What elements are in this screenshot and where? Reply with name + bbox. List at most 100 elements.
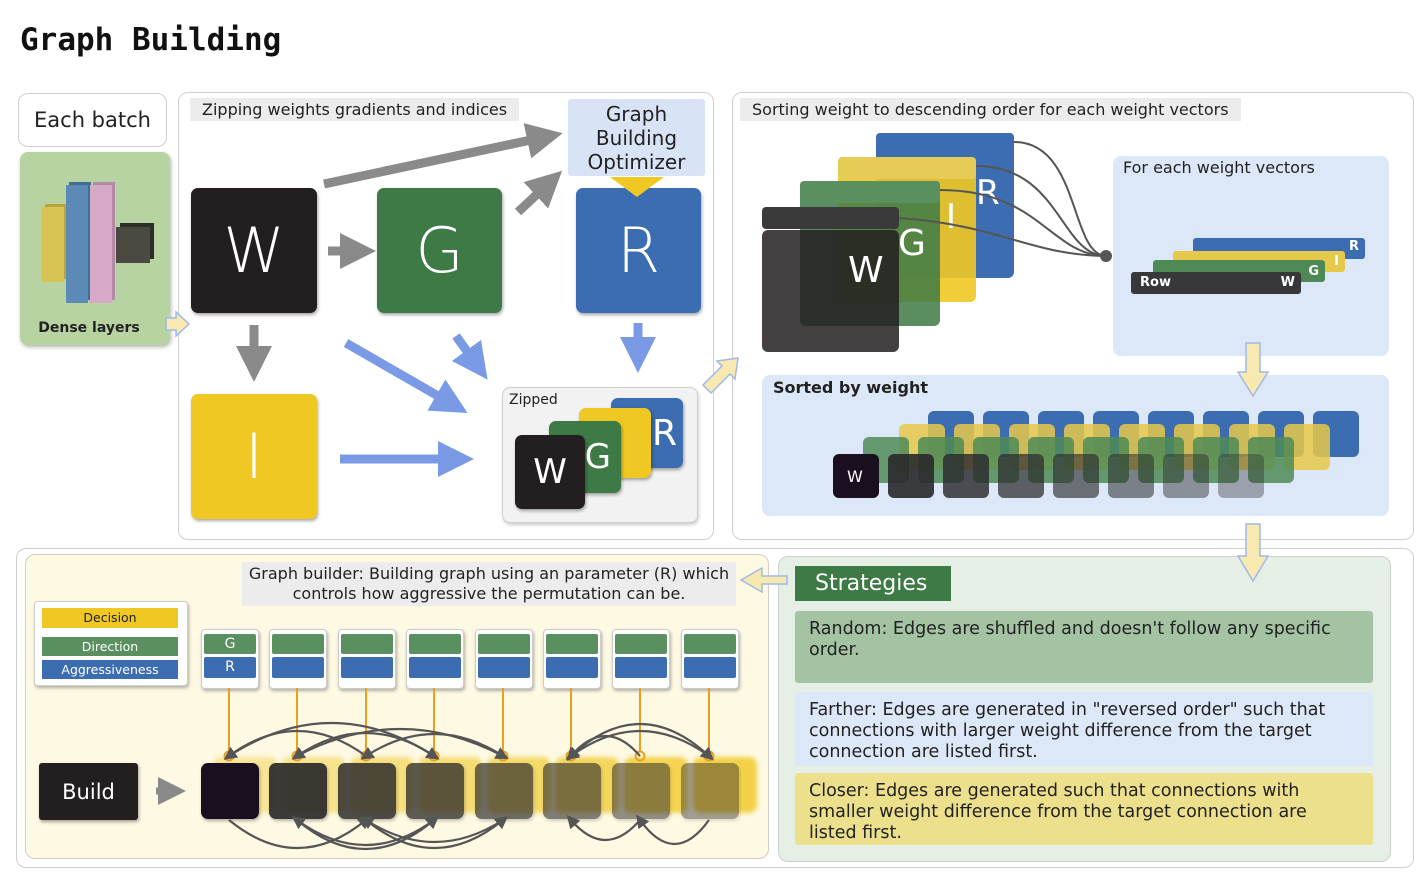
edge-arc: [636, 814, 710, 845]
merge-node: [1100, 250, 1112, 262]
param-direction: [409, 634, 461, 654]
param-direction: G: [204, 634, 256, 654]
arrow-vector-to-sorted: [1236, 342, 1270, 398]
zipped-w: W: [515, 435, 585, 509]
sorted-w-cell: [1218, 454, 1264, 498]
dense-layer-bar-4: [116, 227, 150, 263]
param-card: [406, 629, 464, 689]
build-cell: [338, 763, 396, 819]
legend-direction: Direction: [42, 637, 178, 656]
build-cell: [269, 763, 327, 819]
edge-arc: [566, 734, 641, 761]
sorted-g-cell: [1193, 437, 1239, 483]
edge-arc: [296, 815, 440, 850]
param-aggressiveness: R: [204, 657, 256, 678]
sorted-g-cell: [1248, 437, 1294, 483]
param-card: [543, 629, 601, 689]
arrow-strategies-to-builder: [739, 566, 788, 594]
for-each-weight-box: For each weight vectors R I G Row W: [1113, 156, 1389, 356]
stack-r-letter: R: [976, 173, 1000, 213]
dense-layers-label: Dense layers: [38, 320, 140, 336]
arrow-zip-to-sort: [701, 357, 739, 395]
build-cell: [543, 763, 601, 819]
sorted-w-cell: [1163, 454, 1209, 498]
param-aggressiveness: [478, 657, 530, 678]
sorted-w-cell: [1053, 454, 1099, 498]
gradients-g-square: G: [377, 188, 502, 313]
param-aggressiveness: [341, 657, 393, 678]
sorted-w-cell: [1108, 454, 1154, 498]
row-label: Row: [1140, 275, 1171, 290]
vector-i-letter: I: [1334, 254, 1339, 269]
build-cell: [612, 763, 670, 819]
arrow-g-to-zipped: [451, 333, 488, 380]
stack-w-letter: W: [848, 250, 884, 291]
legend-box: Decision Direction Aggressiveness: [34, 601, 188, 686]
vector-r-letter: R: [1348, 239, 1359, 254]
stack-i-bar: [838, 157, 976, 179]
legend-aggressiveness: Aggressiveness: [42, 660, 178, 679]
param-direction: [546, 634, 598, 654]
sorted-w-cell: [888, 454, 934, 498]
param-card: [475, 629, 533, 689]
param-aggressiveness: [272, 657, 324, 678]
sort-panel-label: Sorting weight to descending order for e…: [740, 98, 1241, 121]
param-card: [612, 629, 670, 689]
param-aggressiveness: [546, 657, 598, 678]
stack-g-letter: G: [898, 223, 926, 264]
build-cell-halo: [693, 757, 757, 813]
page-title: Graph Building: [20, 22, 282, 58]
stack-r-bar: [876, 133, 1014, 155]
dense-layer-bar-3: [90, 185, 112, 303]
optimizer-pointer: [610, 177, 664, 197]
param-aggressiveness: [684, 657, 736, 678]
edge-arc: [365, 815, 509, 849]
graph-building-optimizer: Graph Building Optimizer: [568, 99, 705, 176]
vector-w-letter: W: [1280, 275, 1295, 290]
strategies-header: Strategies: [795, 566, 951, 601]
param-direction: [478, 634, 530, 654]
stack-w-layer: W: [762, 230, 899, 352]
strategy-random: Random: Edges are shuffled and doesn't f…: [795, 611, 1373, 683]
param-direction: [684, 634, 736, 654]
stack-i-letter: I: [946, 197, 957, 237]
edge-arc: [360, 816, 504, 843]
parameter-r-square: R: [576, 188, 701, 313]
edge-arc: [566, 815, 641, 842]
each-batch-label: Each batch: [18, 93, 167, 147]
build-button[interactable]: Build: [39, 763, 138, 820]
edge-arc: [296, 728, 509, 760]
build-cell: [406, 763, 464, 819]
decision-node: [634, 750, 646, 762]
param-card: [681, 629, 739, 689]
sorted-w-cell: [943, 454, 989, 498]
param-aggressiveness: [615, 657, 667, 678]
vector-w-bar: Row W: [1131, 272, 1301, 294]
param-direction: [615, 634, 667, 654]
edge-arc: [291, 816, 435, 846]
sorted-by-weight-label: Sorted by weight: [773, 378, 928, 397]
vector-g-letter: G: [1308, 264, 1319, 279]
dense-layer-bar-2: [66, 185, 88, 303]
zipped-box: Zipped R I G W: [502, 387, 698, 523]
builder-description: Graph builder: Building graph using an p…: [242, 562, 736, 606]
indices-i-square: I: [191, 394, 317, 519]
dense-layer-bar-1: [42, 207, 64, 282]
stack-w-bar: [762, 207, 899, 229]
build-cell: [201, 763, 259, 819]
param-card: [269, 629, 327, 689]
strategy-closer: Closer: Edges are generated such that co…: [795, 773, 1373, 845]
param-card: [338, 629, 396, 689]
build-cell: [475, 763, 533, 819]
param-direction: [272, 634, 324, 654]
stack-g-bar: [800, 181, 940, 203]
param-aggressiveness: [409, 657, 461, 678]
strategy-farther: Farther: Edges are generated in "reverse…: [795, 692, 1373, 766]
edge-arc: [565, 730, 710, 760]
arrow-g-to-optimizer: [514, 170, 563, 216]
arrow-batch-to-panel: [165, 310, 191, 338]
sorted-w-cell: W: [833, 454, 879, 498]
param-direction: [341, 634, 393, 654]
